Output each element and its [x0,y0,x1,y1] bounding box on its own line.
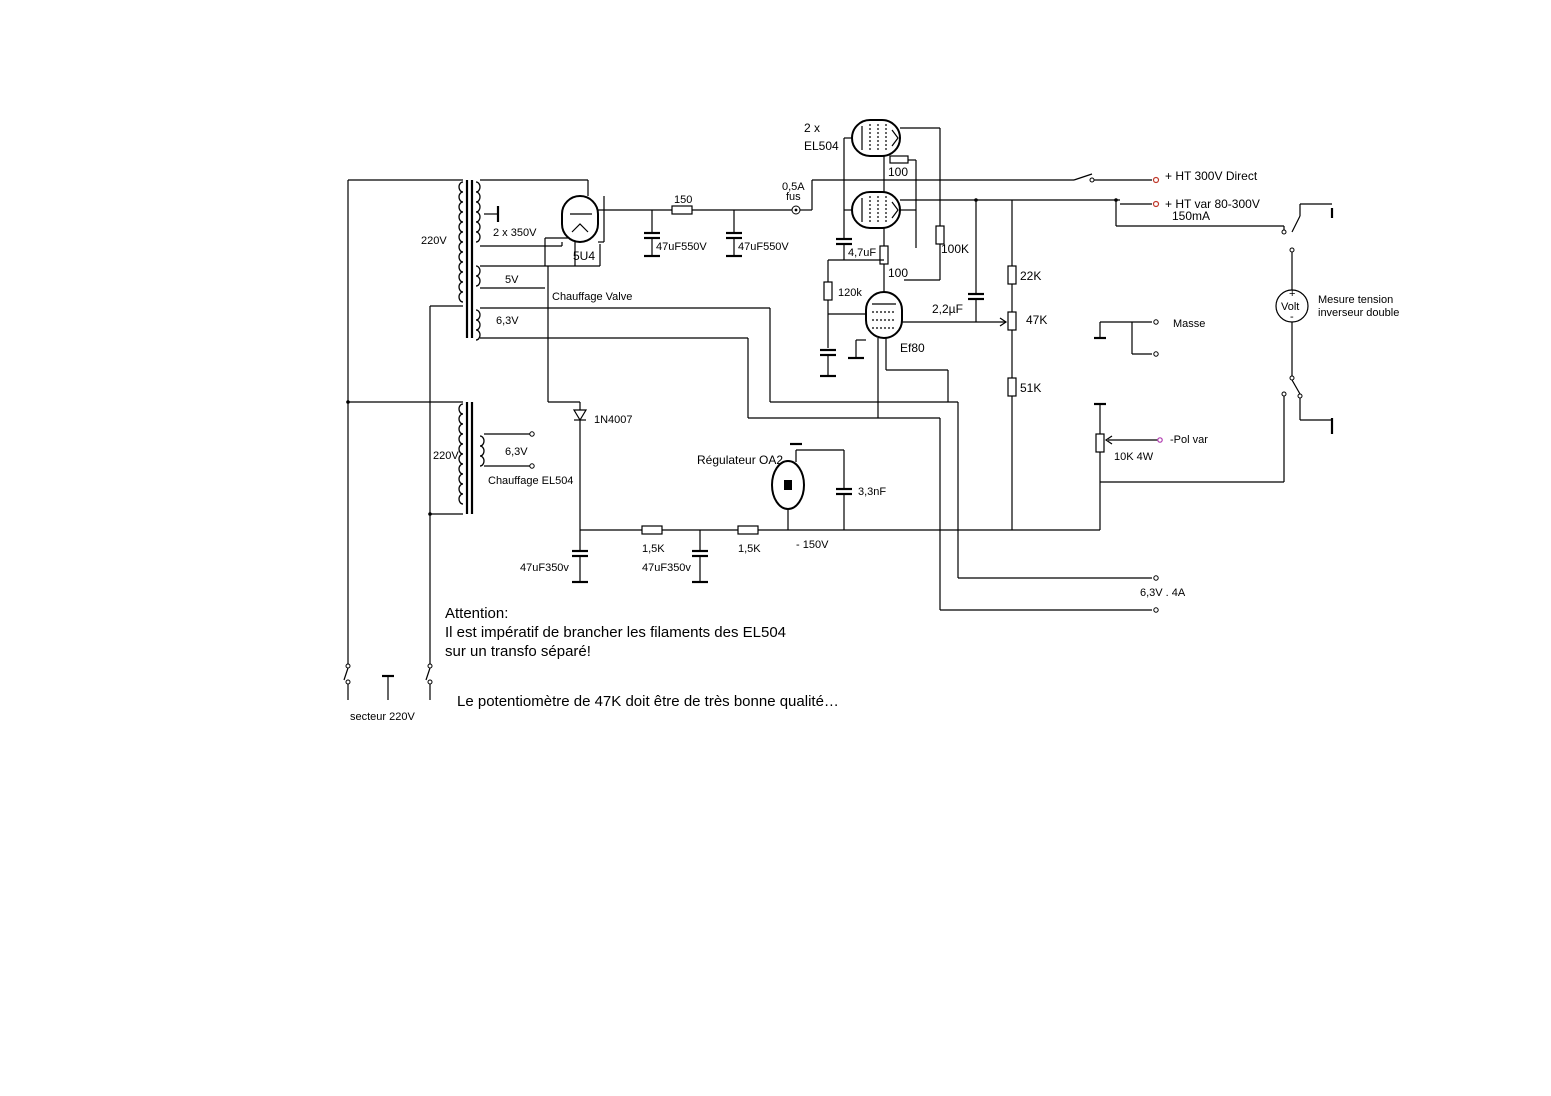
meter-label-2: inverseur double [1318,307,1399,319]
pot10k-label: 10K 4W [1114,451,1154,463]
neg150-label: - 150V [796,539,829,551]
tr2-primary-label: 220V [433,450,459,462]
r100k-label: 100K [941,242,969,256]
chauffage-valve-label: Chauffage Valve [552,291,632,303]
el504-pair: 100 2 x EL504 + HT var 80-300V 150mA [804,119,1284,280]
ht-var-label: + HT var 80-300V [1165,197,1260,211]
c-neg2-label: 47uF350v [642,562,691,574]
r120k-label: 120k [838,287,862,299]
tr1-ht-label: 2 x 350V [493,227,537,239]
voltmeter: Volt + - Mesure tension inverseur double [1275,203,1399,434]
c2-label: 47uF550V [738,241,789,253]
fuse-label: 0,5A [782,181,805,193]
heater-transformer: 220V 6,3V Chauffage EL504 [348,401,573,515]
el504-count-label: 2 x [804,121,820,135]
ht-direct-label: + HT 300V Direct [1165,169,1258,183]
regulator-label: Régulateur OA2 [697,453,783,467]
ht-filter: 150 47uF550V 47uF550V 0,5A fus + HT 300V… [644,169,1258,258]
masse-label: Masse [1173,318,1205,330]
tube-5u4-label: 5U4 [573,249,595,263]
heater-wiring: 6,3V . 4A [747,308,1186,613]
fuse-label-2: fus [786,191,801,203]
volt-minus-label: - [1290,311,1294,323]
voltmeter-label: Volt [1281,301,1299,313]
heater-out-label: 6,3V . 4A [1140,587,1186,599]
r15k-2-label: 1,5K [738,543,761,555]
mains-label: secteur 220V [350,711,415,723]
regulation-stage: 100 4,7uF 100K 120k Ef80 [820,200,1047,530]
r22k-label: 22K [1020,269,1041,283]
tr2-sec-label: 6,3V [505,446,528,458]
r51k-label: 51K [1020,381,1041,395]
tr1-63v-label: 6,3V [496,315,519,327]
c47-label: 4,7uF [848,247,876,259]
tr1-primary-label: 220V [421,235,447,247]
warning-title: Attention: [445,605,508,622]
ground-terminals: Masse [1094,318,1205,357]
r100-top-label: 100 [888,165,908,179]
ef80-label: Ef80 [900,341,925,355]
rectifier-5u4: 5U4 Chauffage Valve [544,180,650,402]
chauffage-el504-label: Chauffage EL504 [488,475,573,487]
volt-plus-label: + [1289,288,1295,300]
warning-line-1: Il est impératif de brancher les filamen… [445,624,786,641]
meter-label-1: Mesure tension [1318,294,1393,306]
warning-line-2: sur un transfo séparé! [445,643,591,660]
pot-note: Le potentiomètre de 47K doit être de trè… [457,693,839,710]
pot47k-label: 47K [1026,313,1047,327]
pol-var-label: -Pol var [1170,434,1208,446]
c33-label: 3,3nF [858,486,886,498]
main-transformer: 220V 2 x 350V 5V 6,3V [348,179,770,341]
ht-var-current-label: 150mA [1172,209,1210,223]
el504-label: EL504 [804,139,839,153]
notes: Attention: Il est impératif de brancher … [445,605,839,710]
negative-supply: 1N4007 47uF350v 1,5K 47uF350v 1,5K - 150… [520,396,1285,584]
mains-input: secteur 220V [343,180,433,723]
c-neg1-label: 47uF350v [520,562,569,574]
r100-bottom-label: 100 [888,266,908,280]
tr1-5v-label: 5V [505,274,519,286]
r15k-1-label: 1,5K [642,543,665,555]
c1-label: 47uF550V [656,241,707,253]
d1-label: 1N4007 [594,414,633,426]
r150-label: 150 [674,194,692,206]
c22-label: 2,2µF [932,302,963,316]
